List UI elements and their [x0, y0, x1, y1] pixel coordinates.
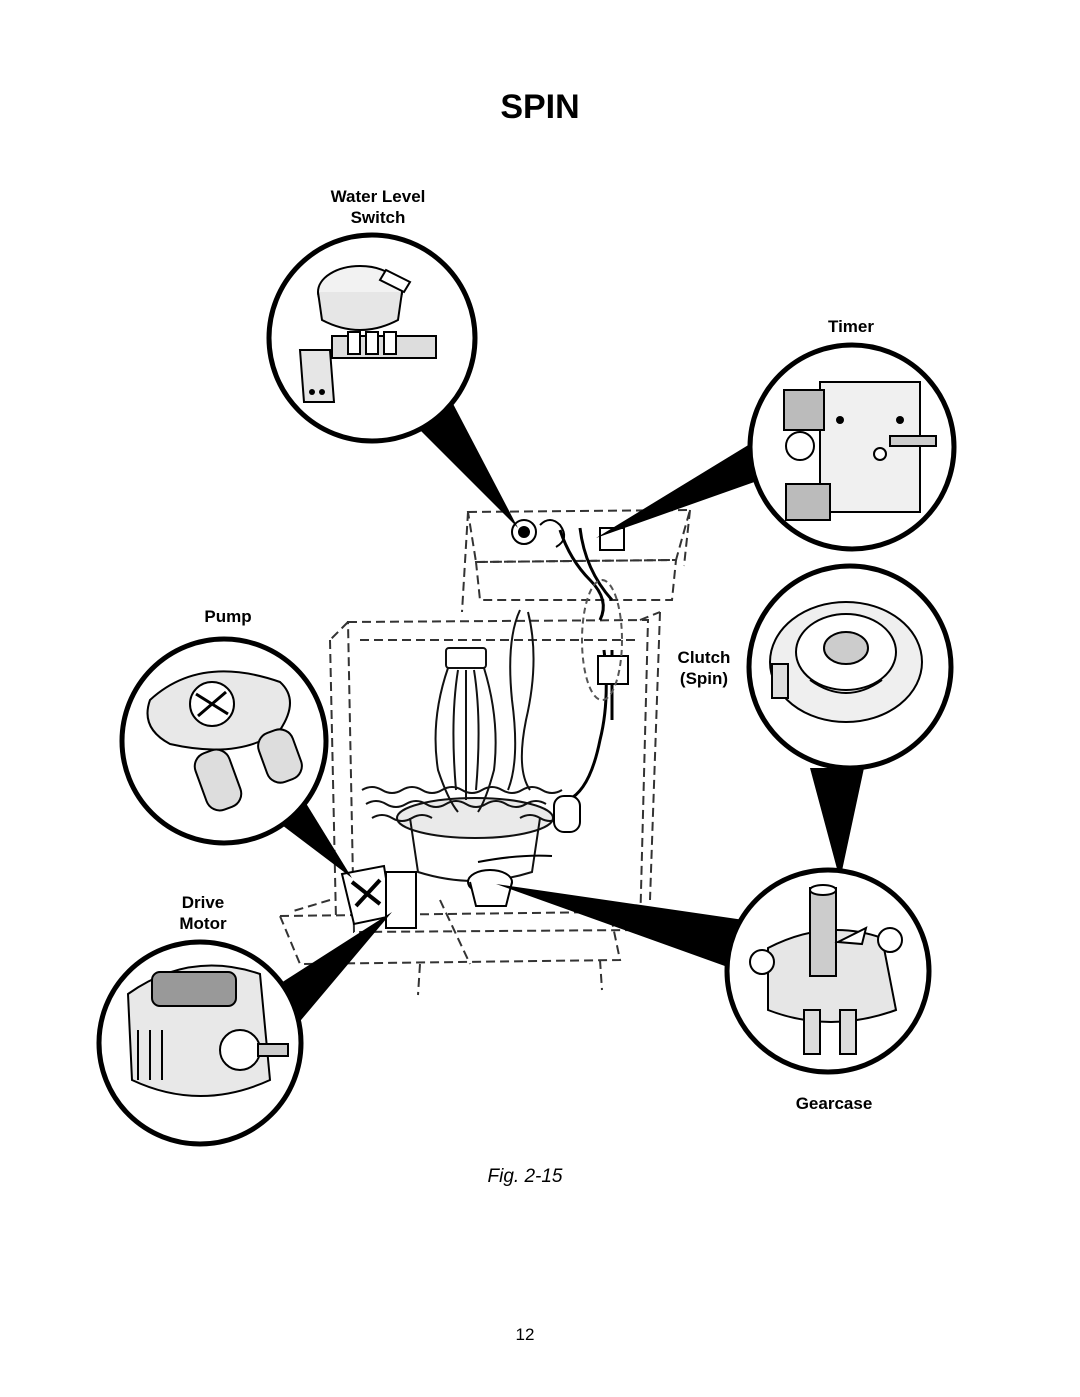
- label-clutch-line2: (Spin): [679, 669, 729, 688]
- pointer-clutch: [810, 768, 864, 880]
- wiring-harness: [553, 527, 629, 833]
- callout-pump: [119, 636, 329, 846]
- pointer-water-level: [408, 398, 518, 528]
- bottom-machinery: [340, 854, 553, 929]
- label-drive-line1: Drive: [181, 893, 225, 912]
- page-title: SPIN: [500, 88, 580, 126]
- callout-pointers: [270, 398, 864, 1026]
- label-drive-motor: Drive Motor: [172, 892, 234, 934]
- label-pump: Pump: [204, 607, 252, 626]
- page-number: 12: [515, 1325, 535, 1344]
- callout-clutch: [746, 563, 954, 771]
- pointer-gearcase: [496, 884, 744, 970]
- label-clutch-line1: Clutch: [677, 648, 731, 667]
- console-components: [511, 519, 625, 551]
- label-water-level-switch: Water Level Switch: [318, 186, 438, 228]
- callout-gearcase: [724, 867, 932, 1075]
- label-drive-line2: Motor: [179, 914, 227, 933]
- label-clutch-spin: Clutch (Spin): [668, 647, 740, 689]
- callout-timer: [747, 342, 957, 552]
- callout-water-level-switch: [266, 232, 478, 444]
- harness-loop: [581, 579, 623, 701]
- pointer-pump: [278, 800, 352, 878]
- figure-caption: Fig. 2-15: [487, 1166, 563, 1187]
- tub-agitator: [396, 647, 554, 882]
- label-water-level-line1: Water Level: [330, 187, 426, 206]
- pointer-drive-motor: [270, 912, 392, 1026]
- label-water-level-line2: Switch: [350, 208, 406, 227]
- label-gearcase: Gearcase: [795, 1094, 873, 1113]
- callout-drive-motor: [96, 939, 304, 1147]
- label-timer: Timer: [828, 317, 874, 336]
- fill-hose: [507, 609, 535, 791]
- pointer-timer: [596, 444, 760, 538]
